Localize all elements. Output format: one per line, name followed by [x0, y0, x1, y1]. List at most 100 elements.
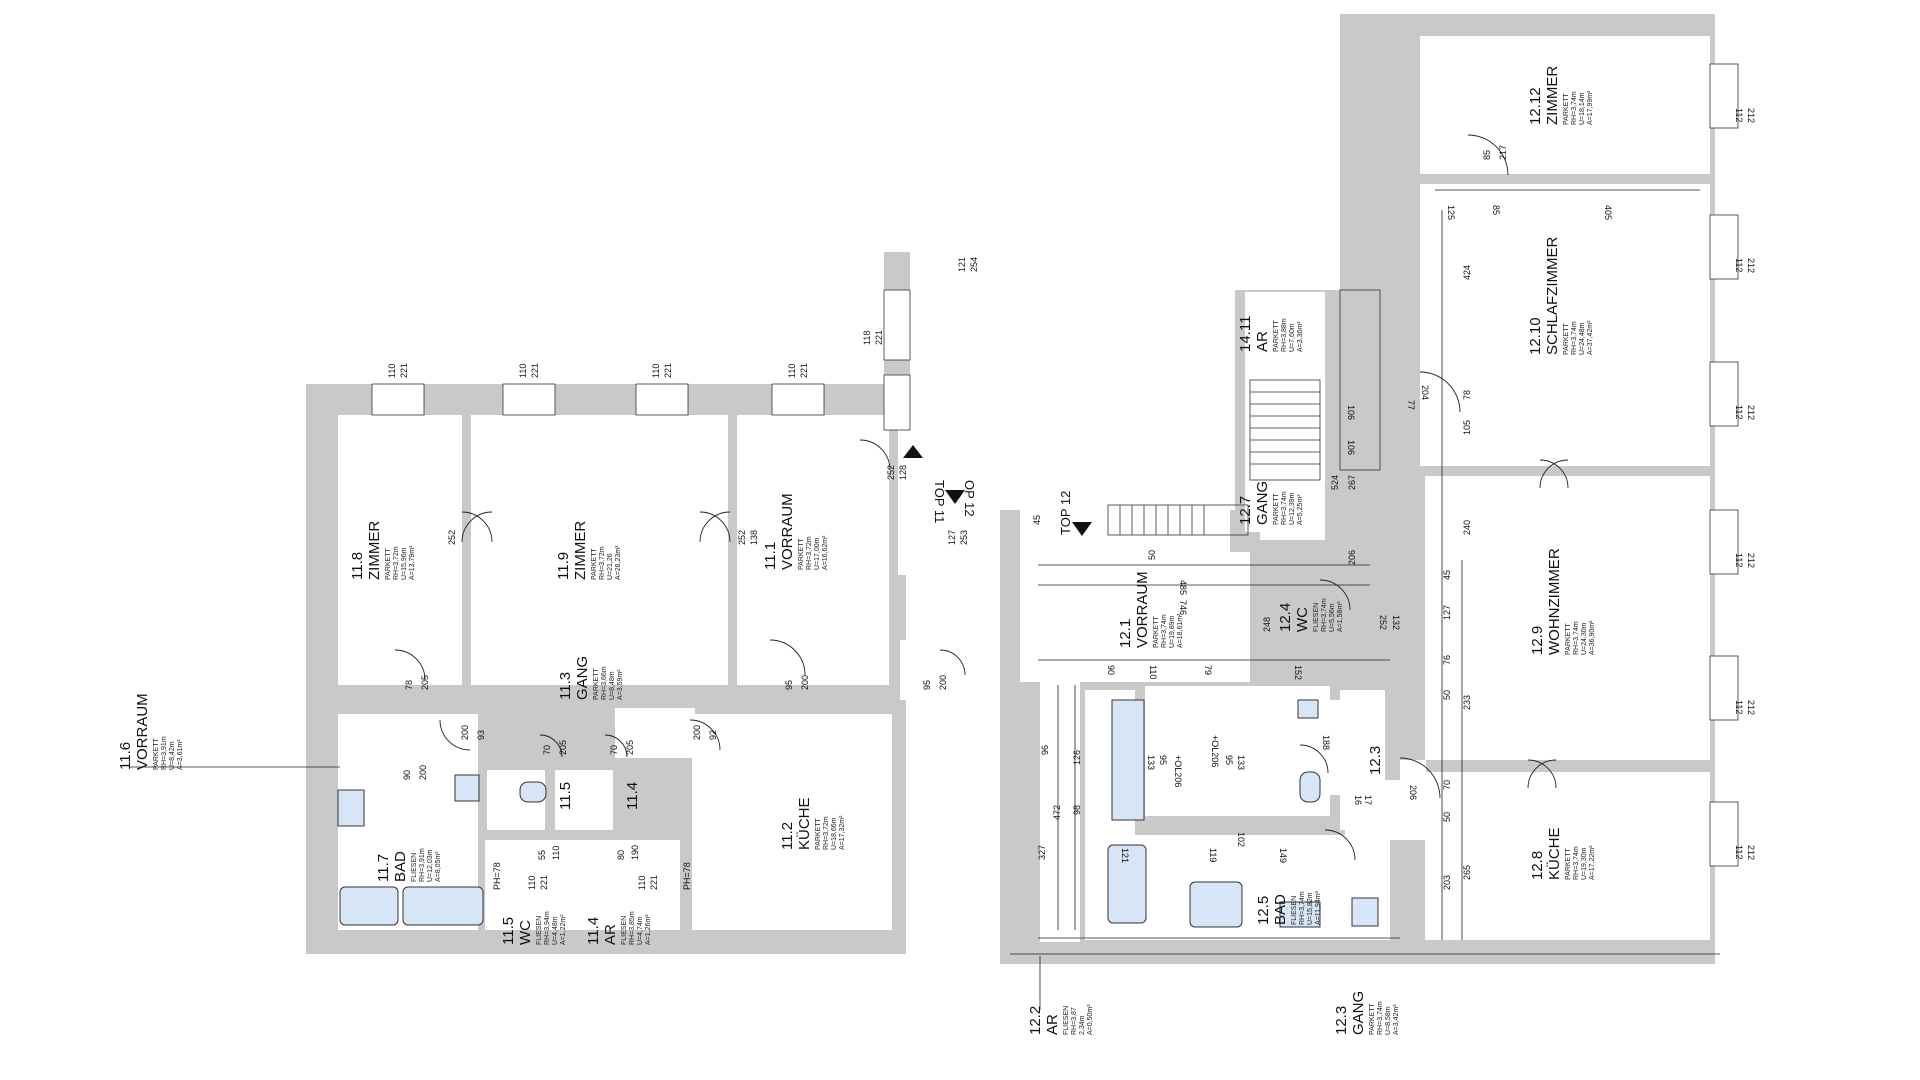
dim-label: 212	[1746, 700, 1756, 715]
room-perimeter: U=18,14m	[1579, 92, 1586, 125]
dim-label: 746	[1178, 600, 1188, 615]
dim-label: 112	[1734, 108, 1744, 122]
room-perimeter: U=12,03m	[427, 849, 434, 882]
room-area: A=5,25m²	[1297, 494, 1304, 525]
toilet-icon	[1299, 771, 1321, 803]
room-perimeter: U=4,74m	[637, 916, 644, 945]
room-height: RH=3,91m	[419, 848, 426, 882]
room-floor: PARKETT	[815, 818, 822, 850]
dim-label: 240	[1462, 520, 1472, 535]
top-12-marker-icon	[1072, 522, 1092, 536]
room-label-12-10: 12.10 SCHLAFZIMMER PARKETT RH=3,74m U=24…	[1527, 236, 1594, 355]
room-floor: PARKETT	[153, 738, 160, 770]
room-area: A=37,42m²	[1587, 320, 1594, 355]
room-area: A=17,32m²	[839, 815, 846, 850]
room-area: A=16,62m²	[822, 535, 829, 570]
room-perimeter: U=8,48m	[609, 671, 616, 700]
room-perimeter: U=8,42m	[169, 741, 176, 770]
room-height: RH=3,74m	[1321, 598, 1328, 632]
room-number: 12.8	[1529, 851, 1546, 880]
room-label-12-9: 12.9 WOHNZIMMER PARKETT RH=3,74m U=24,30…	[1529, 548, 1596, 655]
dim-label: 95	[1224, 755, 1234, 765]
dim-label: 106	[1346, 440, 1356, 455]
dim-label: 128	[898, 465, 908, 480]
dim-label: 90	[1106, 665, 1116, 675]
sink-icon	[1351, 897, 1379, 927]
dim-label: 95	[922, 680, 932, 690]
dim-label: 110	[1148, 665, 1158, 679]
room-number: 12.12	[1527, 87, 1544, 125]
sink-icon	[1279, 901, 1321, 928]
dim-label: 110	[787, 364, 797, 378]
room-floor: FLIESEN	[1313, 603, 1320, 632]
top-12b-label: OP 12	[962, 480, 977, 517]
room-name: ZIMMER	[1544, 66, 1561, 125]
dim-label: 485	[1178, 580, 1188, 595]
room-perimeter: U=15,96m	[401, 547, 408, 580]
room-floor: PARKETT	[1273, 320, 1280, 352]
dim-label: 221	[663, 363, 673, 378]
dim-label: 127	[947, 530, 957, 545]
room-floor: PARKETT	[1563, 93, 1570, 125]
room-area: A=1,22m²	[560, 914, 567, 945]
room-label-12-2: 12.2 AR FLIESEN RH=3,87 2,34m A=0,50m²	[1027, 1004, 1094, 1035]
dim-label: 248	[1262, 617, 1272, 632]
dim-label: 126	[1072, 750, 1082, 765]
dim-label: 16	[1353, 795, 1363, 805]
dim-label: 200	[938, 675, 948, 690]
room-floor: PARKETT	[385, 548, 392, 580]
room-name: GANG	[1350, 991, 1367, 1035]
room-area: A=1,58m²	[1337, 601, 1344, 632]
dim-label: 110	[651, 364, 661, 378]
dim-label: 121	[1120, 848, 1130, 863]
dim-label: 200	[800, 675, 810, 690]
room-floor: PARKETT	[1565, 848, 1572, 880]
room-number: 11.5	[500, 917, 517, 945]
dim-label: 253	[959, 530, 969, 545]
room-height: RH=3,74m	[1377, 1001, 1384, 1035]
room-interiors	[338, 36, 1710, 942]
dim-label: 233	[1462, 695, 1472, 710]
room-area: A=18,61m²	[1177, 613, 1184, 648]
room-area: A=1,26m²	[645, 914, 652, 945]
room-label-11-6: 11.6 VORRAUM PARKETT RH=3,91m U=8,42m A=…	[117, 693, 184, 770]
dim-label: 121	[957, 257, 967, 272]
dim-label: 110	[518, 364, 528, 378]
room-area: A=36,90m²	[1589, 620, 1596, 655]
dim-label: 79	[1203, 665, 1213, 675]
dimension-lines	[130, 189, 1720, 1010]
dim-label: 92	[708, 730, 718, 740]
room-perimeter: U=18,66m	[831, 817, 838, 850]
dim-label: 50	[1442, 690, 1452, 700]
room-number: 11.8	[349, 552, 366, 580]
dim-label: 265	[1462, 865, 1472, 880]
dim-label: 204	[1420, 385, 1430, 400]
room-floor: PARKETT	[1273, 493, 1280, 525]
dimension-labels: 110 221 110 221 110 221 110 221 118 221 …	[387, 108, 1756, 890]
kitchen-counter-icon	[1111, 699, 1145, 821]
dim-label: 85	[1482, 150, 1492, 160]
room-number: 11.3	[557, 672, 574, 700]
room-label-11-3: 11.3 GANG PARKETT RH=3,66m U=8,48m A=3,5…	[557, 656, 624, 700]
apartment-markers	[903, 445, 1092, 536]
room-label-12-8: 12.8 KÜCHE PARKETT RH=3,74m U=19,30m A=1…	[1529, 827, 1596, 880]
dim-label: 118	[862, 331, 872, 345]
dim-label: 524	[1330, 475, 1340, 490]
dim-label: 45	[1032, 515, 1042, 525]
room-perimeter: U=7,60m	[1289, 323, 1296, 352]
dim-label: 93	[476, 730, 486, 740]
room-label-11-5: 11.5 WC FLIESEN RH=3,94m U=4,48m A=1,22m…	[500, 911, 567, 945]
room-floor: FLIESEN	[411, 853, 418, 882]
dim-label: 133	[1146, 755, 1156, 770]
room-perimeter: U=19,30m	[1581, 847, 1588, 880]
dim-label: 50	[1147, 550, 1157, 560]
sink-icon	[1297, 699, 1319, 719]
dim-label: 110	[387, 364, 397, 378]
room-number: 11.2	[779, 822, 796, 850]
dim-label: 110	[637, 876, 647, 890]
room-perimeter: U=4,48m	[552, 916, 559, 945]
room-floor: PARKETT	[1369, 1003, 1376, 1035]
room-floor: PARKETT	[1153, 616, 1160, 648]
room-area: A=0,50m²	[1087, 1004, 1094, 1035]
room-floor: PARKETT	[1563, 323, 1570, 355]
